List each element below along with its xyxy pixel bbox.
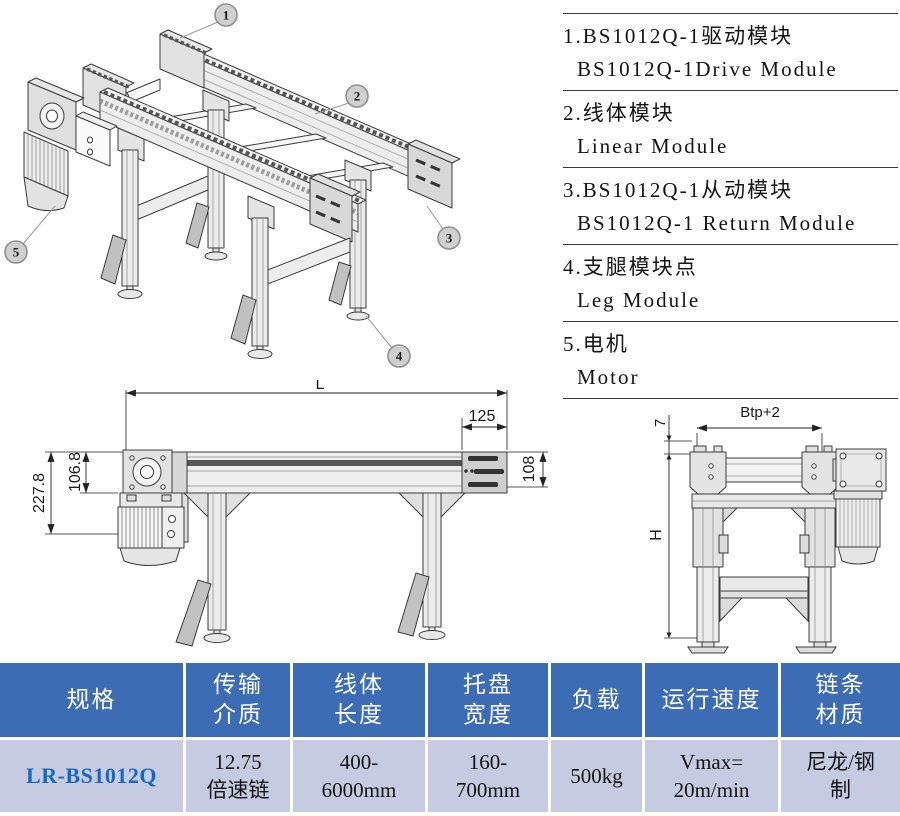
dim-125: 125 (469, 408, 496, 425)
motor-unit (832, 448, 887, 565)
callout-3: 3 (426, 205, 461, 250)
legend-item-1: 1.BS1012Q-1驱动模块 BS1012Q-1Drive Module (563, 13, 898, 90)
dim-227-8: 227.8 (31, 473, 48, 513)
legend-item-2: 2.线体模块 Linear Module (563, 90, 898, 167)
spec-table: 规格 传输 介质 线体 长度 托盘 宽度 负载 运行速度 链条 材质 LR-BS… (0, 663, 900, 812)
return-block (461, 451, 508, 494)
legend-item-5: 5.电机 Motor (563, 321, 898, 398)
legend-item-cn: 4.支腿模块点 (563, 255, 698, 279)
cross-rails (691, 493, 837, 509)
legend-item-en: Leg Module (577, 288, 701, 312)
arrowheads (666, 435, 672, 638)
table-header-pallet: 托盘 宽度 (428, 663, 548, 737)
table-header-medium: 传输 介质 (186, 663, 290, 737)
rail-brackets (689, 445, 839, 495)
svg-text:3: 3 (446, 231, 453, 246)
legend-item-en: BS1012Q-1 Return Module (577, 211, 857, 235)
callout-5: 5 (4, 205, 56, 264)
gearbox (122, 449, 189, 543)
legend-item-cn: 3.BS1012Q-1从动模块 (563, 178, 794, 202)
svg-text:4: 4 (396, 349, 403, 364)
callout-4: 4 (365, 315, 411, 368)
return-module (407, 139, 461, 209)
dim-H: H (648, 529, 665, 541)
table-header-speed: 运行速度 (645, 663, 778, 737)
legend-item-4: 4.支腿模块点 Leg Module (563, 244, 898, 321)
near-return-block (309, 173, 361, 243)
leg-frame (687, 507, 837, 654)
legend-item-cn: 2.线体模块 (563, 101, 675, 125)
far-rail (181, 47, 449, 191)
dimension-lines (668, 415, 822, 638)
dim-L: L (316, 380, 325, 393)
table-cell-length: 400- 6000mm (293, 740, 425, 812)
table-cell-pallet: 160- 700mm (428, 740, 548, 812)
end-view-drawing: Btp+2 7 H (648, 404, 887, 654)
table-header-load: 负载 (551, 663, 642, 737)
table-cell-model: LR-BS1012Q (0, 740, 183, 812)
dim-108: 108 (521, 456, 538, 483)
table-cell-chain: 尼龙/钢 制 (781, 740, 900, 812)
side-view-drawing: L 125 106.8 227.8 108 (31, 380, 548, 647)
table-cell-speed: Vmax= 20m/min (645, 740, 778, 812)
callouts: 1 2 3 4 (4, 3, 461, 368)
parts-legend: 1.BS1012Q-1驱动模块 BS1012Q-1Drive Module 2.… (563, 0, 898, 399)
legend-item-cn: 1.BS1012Q-1驱动模块 (563, 24, 794, 48)
table-cell-load: 500kg (551, 740, 642, 812)
svg-text:5: 5 (13, 245, 20, 260)
near-legs (100, 149, 351, 359)
table-header-spec: 规格 (0, 663, 183, 737)
svg-text:1: 1 (223, 8, 230, 23)
table-header-chain: 链条 材质 (781, 663, 900, 737)
table-cell-medium: 12.75 倍速链 (186, 740, 290, 812)
motor (117, 492, 185, 566)
legend-item-en: Motor (577, 365, 640, 389)
dimension-lines (47, 389, 547, 534)
dim-btp2: Btp+2 (740, 404, 780, 421)
table-header-length: 线体 长度 (293, 663, 425, 737)
callout-2: 2 (314, 84, 369, 115)
legs (175, 492, 467, 647)
legend-item-cn: 5.电机 (563, 332, 629, 356)
legend-item-3: 3.BS1012Q-1从动模块 BS1012Q-1 Return Module (563, 167, 898, 244)
dim-7: 7 (652, 419, 669, 427)
motor-unit (23, 77, 118, 212)
callout-1: 1 (179, 3, 238, 39)
legend-item-en: BS1012Q-1Drive Module (577, 57, 838, 81)
svg-text:2: 2 (354, 89, 361, 104)
isometric-drawing: 1 2 3 4 (4, 3, 461, 368)
dim-106-8: 106.8 (67, 452, 84, 492)
legend-item-en: Linear Module (577, 134, 729, 158)
